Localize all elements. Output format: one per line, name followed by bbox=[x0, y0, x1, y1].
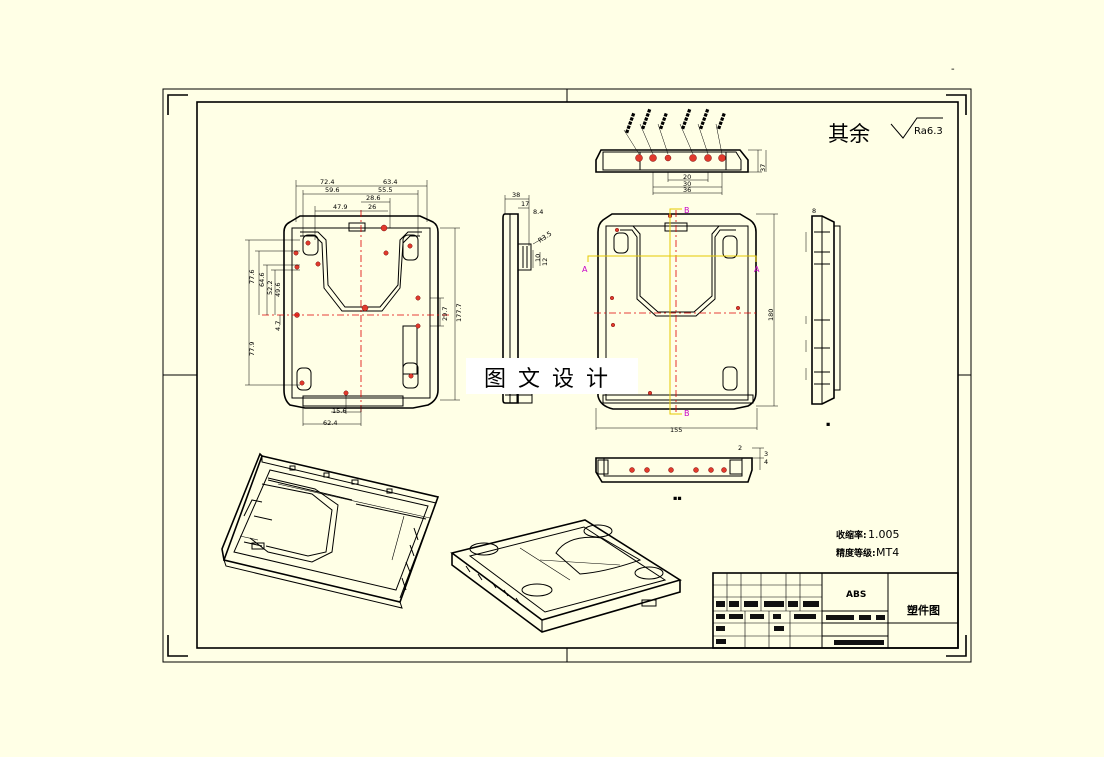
top-mark: - bbox=[951, 64, 955, 75]
dim-10: 10 bbox=[534, 254, 542, 262]
dim-15-6: 15.6 bbox=[332, 407, 346, 415]
section-a-left: A bbox=[582, 265, 588, 274]
material-label: ABS bbox=[846, 590, 866, 600]
svg-text:▪: ▪ bbox=[826, 420, 830, 428]
roughness-label: 其余 bbox=[828, 122, 870, 146]
dim-30: 30 bbox=[683, 180, 691, 188]
dim-77-6: 77.6 bbox=[248, 270, 256, 284]
dim-155: 155 bbox=[670, 426, 682, 434]
dim-28-6: 28.6 bbox=[366, 194, 380, 202]
watermark-text: 图文设计 bbox=[484, 367, 620, 392]
section-b-bottom: B bbox=[684, 409, 690, 418]
rear-view: A A B B 180 155 bbox=[582, 206, 778, 434]
precision-label: 精度等级: bbox=[836, 547, 876, 559]
svg-text:▪▪▪▪: ▪▪▪▪ bbox=[656, 111, 670, 130]
title-block: ABS 塑件图 bbox=[712, 572, 959, 649]
front-view: 72.4 63.4 59.6 55.5 28.6 47.9 26 77.6 64… bbox=[245, 178, 463, 427]
dim-49-6: 49.6 bbox=[274, 283, 282, 297]
roughness-value: Ra6.3 bbox=[914, 126, 943, 137]
svg-text:▪▪▪▪▪: ▪▪▪▪▪ bbox=[678, 107, 693, 130]
dim-r3-5: R3.5 bbox=[537, 230, 554, 245]
corner-marks bbox=[167, 94, 967, 657]
dim-38: 38 bbox=[512, 191, 520, 199]
side-view-right: 8 ▪ bbox=[805, 207, 841, 428]
section-view: 2 3 4 ▪▪ bbox=[595, 444, 768, 502]
svg-text:8: 8 bbox=[812, 207, 816, 215]
svg-text:▪▪▪▪▪: ▪▪▪▪▪ bbox=[696, 107, 711, 130]
dim-52-2: 52.2 bbox=[266, 281, 274, 295]
drawing-title: 塑件图 bbox=[907, 603, 940, 617]
dim-62-4: 62.4 bbox=[323, 419, 337, 427]
svg-text:▪▪▪▪▪: ▪▪▪▪▪ bbox=[622, 111, 637, 134]
dim-55-5: 55.5 bbox=[378, 186, 392, 194]
dim-26: 26 bbox=[368, 203, 376, 211]
svg-text:▪▪▪▪: ▪▪▪▪ bbox=[714, 111, 728, 130]
dim-20: 20 bbox=[683, 173, 691, 181]
dim-36: 36 bbox=[683, 186, 691, 194]
dim-72-4: 72.4 bbox=[320, 178, 334, 186]
svg-text:▪▪: ▪▪ bbox=[673, 494, 682, 502]
dim-180: 180 bbox=[767, 309, 775, 321]
dim-77-9: 77.9 bbox=[248, 342, 256, 356]
dim-2: 2 bbox=[738, 444, 742, 452]
dim-29-7: 29.7 bbox=[441, 307, 449, 321]
watermark: 图文设计 bbox=[466, 358, 638, 394]
dim-59-6: 59.6 bbox=[325, 186, 339, 194]
roughness-note: 其余 Ra6.3 bbox=[828, 117, 943, 146]
notes: 收缩率: 1.005 精度等级: MT4 bbox=[836, 528, 900, 559]
top-view: ▪▪▪▪▪ ▪▪▪▪▪ ▪▪▪▪ ▪▪▪▪▪ ▪▪▪▪▪ ▪▪▪▪ 20 30 … bbox=[595, 107, 767, 195]
precision-value: MT4 bbox=[876, 546, 899, 559]
dim-37: 37 bbox=[759, 164, 767, 172]
dim-8-4: 8.4 bbox=[533, 208, 543, 216]
dim-47-9: 47.9 bbox=[333, 203, 347, 211]
shrinkage-label: 收缩率: bbox=[836, 529, 867, 541]
centering-marks bbox=[163, 89, 971, 662]
svg-text:▪▪▪▪▪: ▪▪▪▪▪ bbox=[638, 107, 653, 130]
shrinkage-value: 1.005 bbox=[868, 528, 900, 541]
dim-177-7: 177.7 bbox=[455, 303, 463, 322]
dim-3: 3 bbox=[764, 450, 768, 458]
dim-64-6: 64.6 bbox=[258, 273, 266, 287]
dim-12: 12 bbox=[541, 258, 549, 266]
isometric-view-2 bbox=[450, 519, 682, 633]
section-b-top: B bbox=[684, 206, 690, 215]
dim-63-4: 63.4 bbox=[383, 178, 397, 186]
section-a-right: A bbox=[754, 265, 760, 274]
isometric-view-1 bbox=[221, 452, 440, 609]
dim-4-7: 4.7 bbox=[274, 321, 282, 331]
dim-17: 17 bbox=[521, 200, 529, 208]
dim-4: 4 bbox=[764, 458, 768, 466]
